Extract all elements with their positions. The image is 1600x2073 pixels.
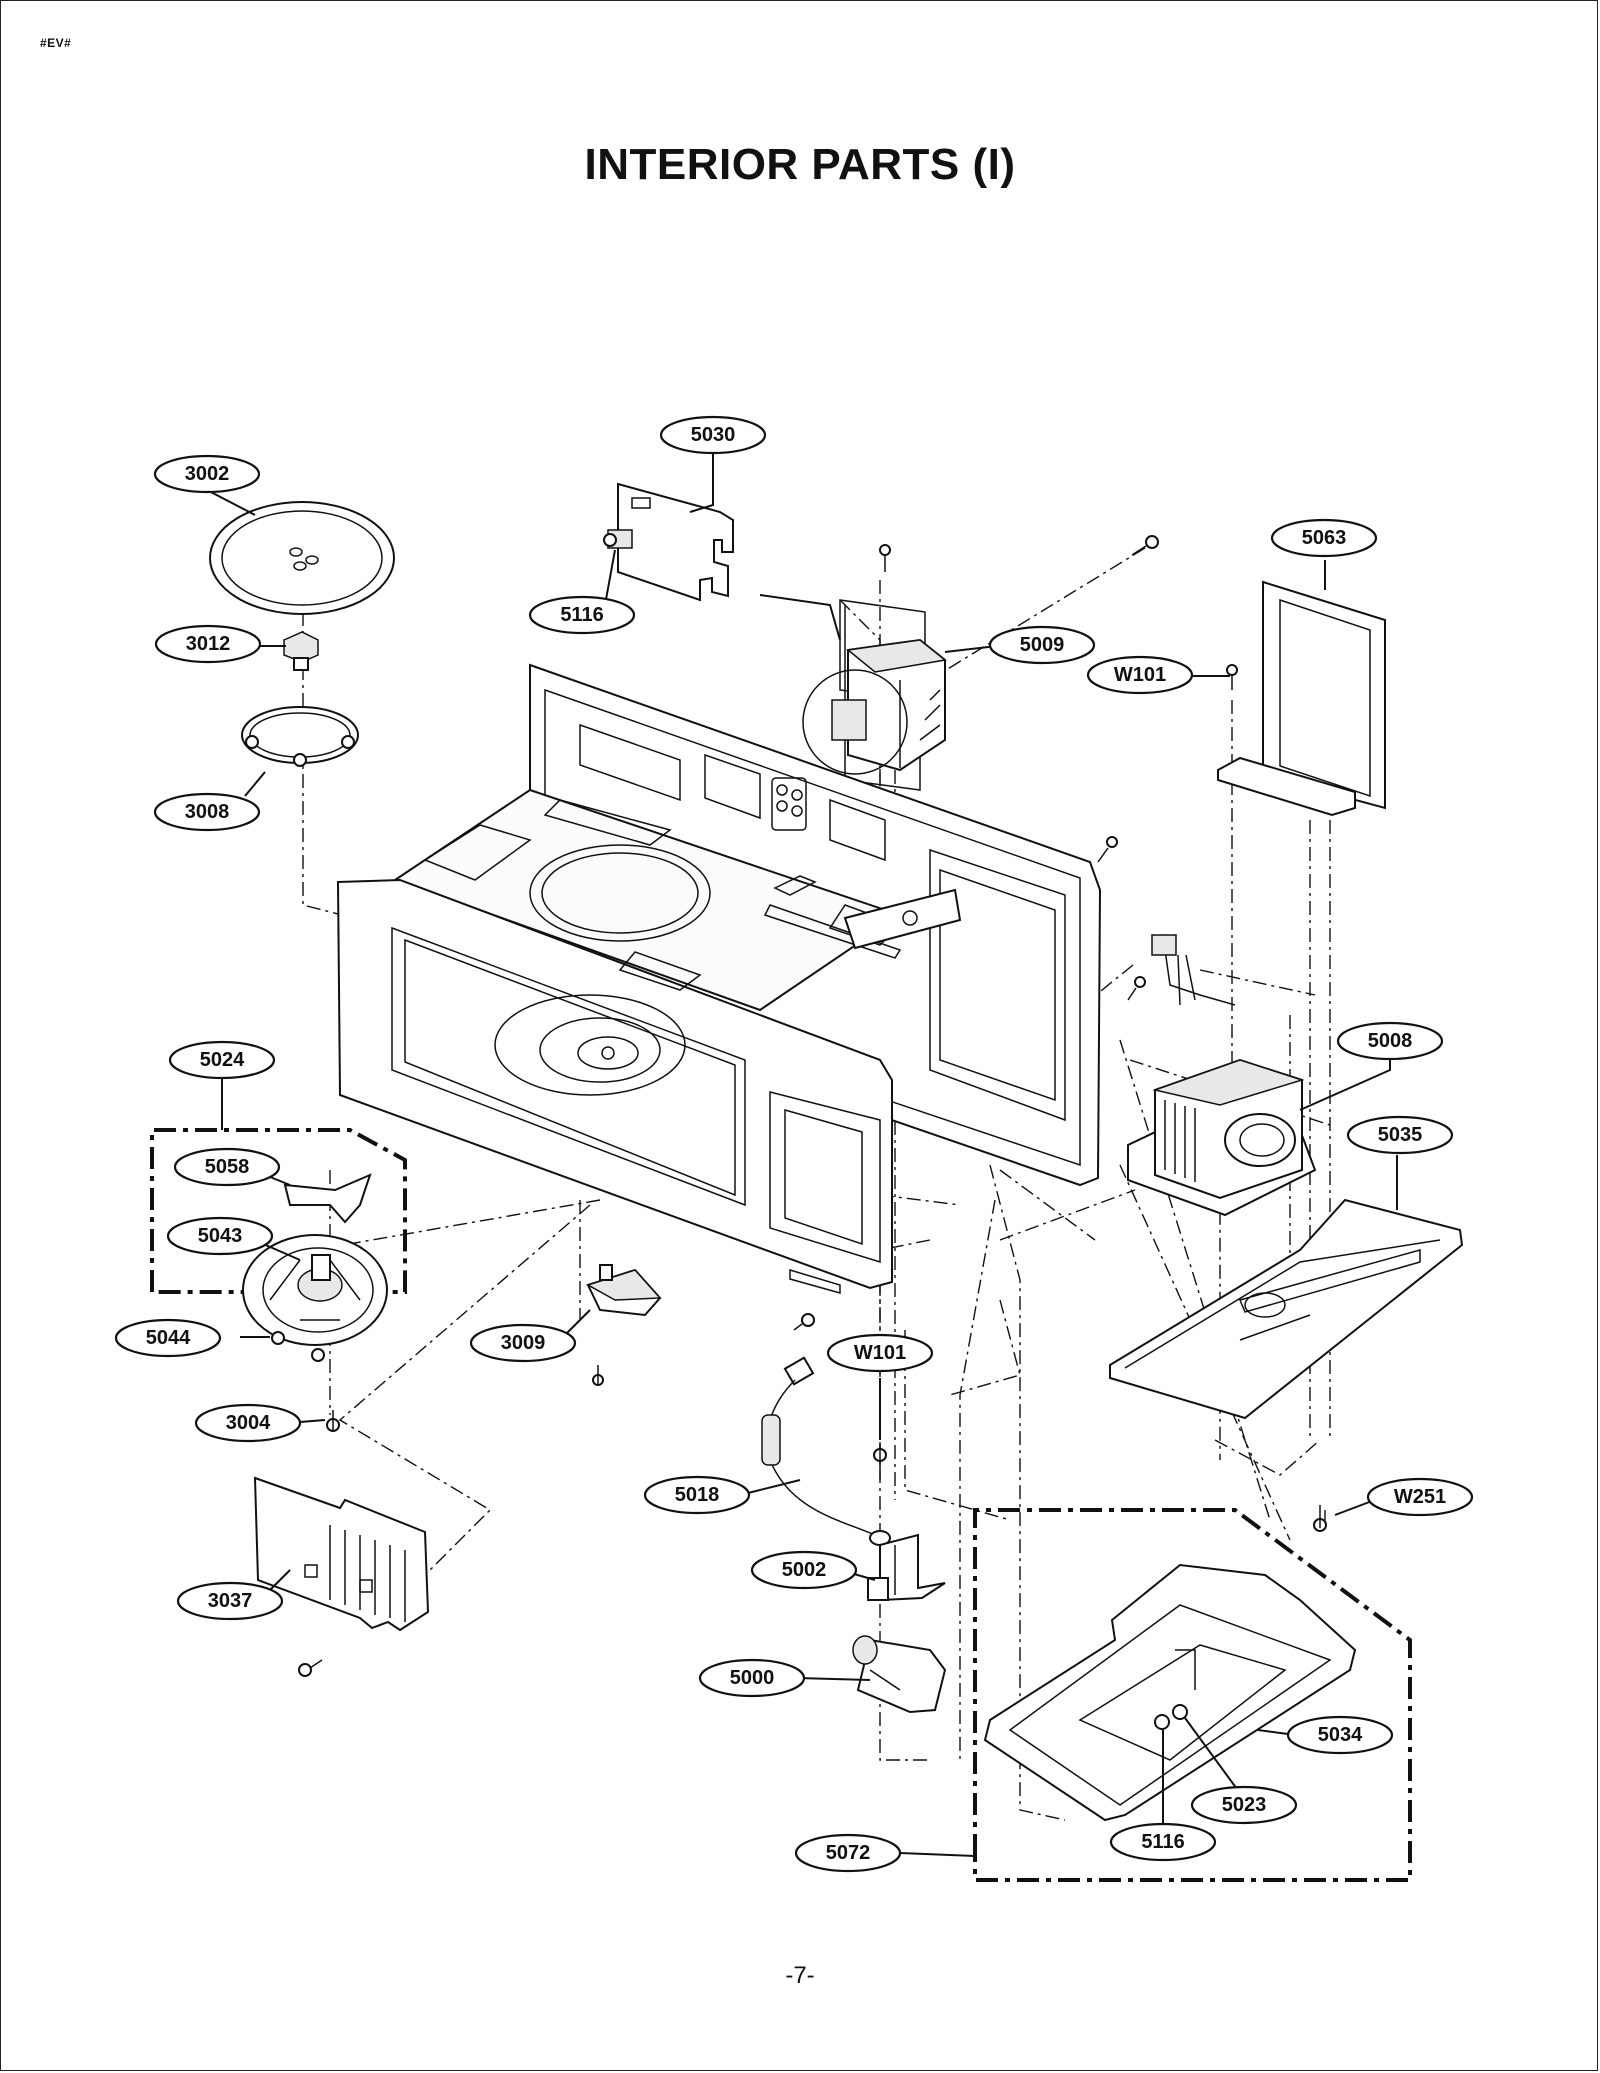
- svg-text:5063: 5063: [1302, 527, 1347, 549]
- svg-text:3037: 3037: [208, 1590, 253, 1612]
- svg-text:3008: 3008: [185, 801, 230, 823]
- mounting-plate: [1217, 580, 1386, 817]
- svg-text:W101: W101: [1114, 664, 1166, 686]
- page-title: INTERIOR PARTS (I): [584, 140, 1016, 189]
- svg-text:5024: 5024: [200, 1049, 245, 1071]
- svg-text:5116: 5116: [1141, 1831, 1184, 1853]
- callout-5044: 5044: [114, 1318, 222, 1358]
- turntable-coupler: [283, 631, 319, 671]
- turntable-tray: [209, 501, 395, 615]
- interlock-bracket: [603, 482, 734, 602]
- callout-5023: 5023: [1190, 1785, 1298, 1825]
- svg-text:W251: W251: [1394, 1486, 1446, 1508]
- svg-text:5008: 5008: [1368, 1030, 1413, 1052]
- callout-3004: 3004: [194, 1403, 302, 1443]
- bottom-plate-assembly: [983, 1563, 1357, 1822]
- callout-5030: 5030: [659, 415, 767, 455]
- callout-5116: 5116: [1109, 1822, 1217, 1862]
- svg-text:5072: 5072: [826, 1842, 871, 1864]
- kit-enclosures: [150, 1128, 1412, 1882]
- turntable-motor: [586, 1264, 662, 1317]
- svg-text:5116: 5116: [560, 604, 603, 626]
- base-plate: [1109, 1198, 1464, 1420]
- svg-text:5009: 5009: [1020, 634, 1065, 656]
- callout-5058: 5058: [173, 1147, 281, 1187]
- callout-5008: 5008: [1336, 1021, 1444, 1061]
- callout-W251: W251: [1366, 1477, 1474, 1517]
- svg-text:W101: W101: [854, 1342, 906, 1364]
- air-guide-cover: [253, 1476, 430, 1632]
- callout-3008: 3008: [153, 792, 261, 832]
- callout-W101: W101: [826, 1333, 934, 1373]
- callout-3009: 3009: [469, 1323, 577, 1363]
- svg-text:5023: 5023: [1222, 1794, 1267, 1816]
- callout-5072: 5072: [794, 1833, 902, 1873]
- callout-5000: 5000: [698, 1658, 806, 1698]
- lamp-socket-bracket: [867, 1533, 946, 1602]
- callout-3037: 3037: [176, 1581, 284, 1621]
- callout-5034: 5034: [1286, 1715, 1394, 1755]
- oven-cavity: [336, 663, 1102, 1294]
- svg-text:5018: 5018: [675, 1484, 720, 1506]
- screws: [298, 535, 1327, 1677]
- svg-text:5043: 5043: [198, 1225, 243, 1247]
- callout-5063: 5063: [1270, 518, 1378, 558]
- callout-5116: 5116: [528, 595, 636, 635]
- callout-3012: 3012: [154, 624, 262, 664]
- callout-5024: 5024: [168, 1040, 276, 1080]
- page-number: -7-: [785, 1962, 815, 1989]
- svg-text:5035: 5035: [1378, 1124, 1423, 1146]
- callout-3002: 3002: [153, 454, 261, 494]
- svg-text:3002: 3002: [185, 463, 230, 485]
- svg-text:3004: 3004: [226, 1412, 271, 1434]
- callout-W101: W101: [1086, 655, 1194, 695]
- svg-text:5002: 5002: [782, 1559, 827, 1581]
- roller-ring: [241, 706, 359, 767]
- magnetron: [802, 599, 947, 791]
- callout-5043: 5043: [166, 1216, 274, 1256]
- svg-text:3009: 3009: [501, 1332, 546, 1354]
- part-callouts: 5030 3002 5116 3012 5063 5009 W101 3008 …: [114, 415, 1474, 1873]
- high-voltage-transformer: [1127, 934, 1317, 1217]
- document-code: #EV#: [40, 36, 72, 50]
- oven-lamp: [852, 1635, 947, 1714]
- callout-5002: 5002: [750, 1550, 858, 1590]
- callout-5009: 5009: [988, 625, 1096, 665]
- svg-text:5034: 5034: [1318, 1724, 1363, 1746]
- callout-5035: 5035: [1346, 1115, 1454, 1155]
- svg-text:3012: 3012: [186, 633, 231, 655]
- ground-wire: [761, 1356, 891, 1546]
- svg-text:5058: 5058: [205, 1156, 250, 1178]
- callout-5018: 5018: [643, 1475, 751, 1515]
- svg-text:5030: 5030: [691, 424, 736, 446]
- svg-text:5044: 5044: [146, 1327, 191, 1349]
- fan-assembly: [242, 1173, 388, 1362]
- svg-text:5000: 5000: [730, 1667, 775, 1689]
